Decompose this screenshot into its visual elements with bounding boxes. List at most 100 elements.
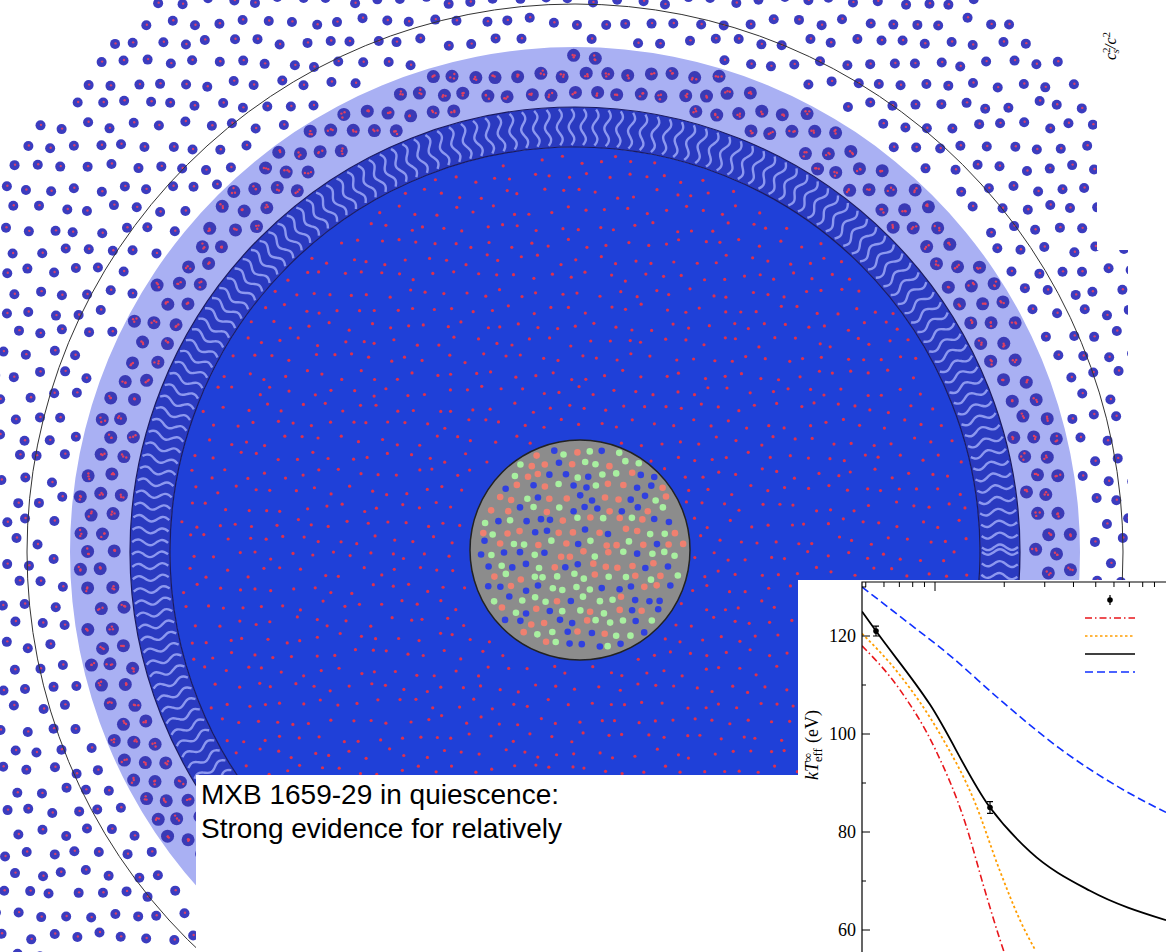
nucleus-core bbox=[39, 370, 41, 372]
nucleus-core bbox=[41, 915, 43, 917]
proton bbox=[751, 132, 753, 134]
nucleus-core bbox=[1110, 398, 1112, 400]
proton bbox=[1045, 454, 1047, 456]
nucleus-core bbox=[291, 20, 293, 22]
nucleus-core bbox=[878, 82, 880, 84]
nucleus-core bbox=[230, 166, 232, 168]
nucleus-core bbox=[6, 312, 8, 314]
proton bbox=[726, 90, 728, 92]
nucleus-core bbox=[290, 105, 292, 107]
nucleus-core bbox=[61, 328, 63, 330]
proton bbox=[660, 94, 662, 96]
proton bbox=[121, 453, 123, 455]
proton bbox=[176, 283, 178, 285]
proton bbox=[967, 284, 969, 286]
nucleus-core bbox=[990, 23, 992, 25]
proton bbox=[1035, 399, 1037, 401]
proton bbox=[669, 70, 671, 72]
nucleus-core bbox=[28, 230, 30, 232]
cluster bbox=[194, 278, 207, 291]
nucleus-core bbox=[847, 63, 849, 65]
proton bbox=[768, 133, 770, 135]
nucleus-core bbox=[937, 24, 939, 26]
nucleus-core bbox=[1092, 123, 1094, 125]
proton bbox=[117, 416, 119, 418]
nucleus-core bbox=[1072, 417, 1074, 419]
proton bbox=[341, 116, 343, 118]
cluster bbox=[337, 108, 350, 121]
nucleus-core bbox=[1023, 121, 1025, 123]
proton bbox=[760, 111, 762, 113]
nucleus-core bbox=[985, 60, 987, 62]
nucleus-core bbox=[448, 2, 450, 4]
proton bbox=[222, 207, 224, 209]
proton bbox=[298, 155, 300, 157]
proton bbox=[1002, 345, 1004, 347]
cluster bbox=[635, 88, 648, 101]
nucleus-core bbox=[28, 144, 30, 146]
proton bbox=[901, 210, 903, 212]
nucleus-core bbox=[1083, 186, 1085, 188]
proton bbox=[396, 133, 398, 135]
proton bbox=[88, 478, 90, 480]
proton bbox=[1003, 302, 1005, 304]
nucleus bbox=[488, 0, 498, 4]
proton bbox=[232, 187, 234, 189]
proton bbox=[203, 246, 205, 248]
cluster bbox=[964, 316, 977, 329]
proton bbox=[818, 168, 820, 170]
nucleus-core bbox=[1106, 522, 1108, 524]
nucleus bbox=[272, 0, 282, 2]
nucleus-core bbox=[55, 229, 57, 231]
nucleus-core bbox=[870, 22, 872, 24]
nucleus-core bbox=[28, 564, 30, 566]
proton bbox=[729, 91, 731, 93]
nucleus-core bbox=[66, 786, 68, 788]
proton bbox=[207, 263, 209, 265]
nucleus-core bbox=[123, 59, 125, 61]
nucleus-core bbox=[64, 703, 66, 705]
nucleus-core bbox=[750, 63, 752, 65]
nucleus-core bbox=[110, 84, 112, 86]
nucleus-core bbox=[3, 889, 5, 891]
proton bbox=[642, 92, 644, 94]
nucleus-core bbox=[207, 85, 209, 87]
nucleus-core bbox=[1122, 288, 1124, 290]
cluster bbox=[140, 374, 153, 387]
nucleus-core bbox=[1074, 334, 1076, 336]
nucleus-core bbox=[1057, 60, 1059, 62]
nucleus-core bbox=[17, 791, 19, 793]
nucleus-core bbox=[24, 439, 26, 441]
nucleus-core bbox=[1, 932, 3, 934]
cluster bbox=[85, 509, 98, 522]
proton bbox=[1011, 400, 1013, 402]
nucleus-core bbox=[40, 579, 42, 581]
nucleus-core bbox=[111, 827, 113, 829]
nucleus bbox=[515, 0, 525, 4]
nucleus bbox=[969, 0, 979, 4]
proton bbox=[279, 149, 281, 151]
proton bbox=[113, 473, 115, 475]
cluster bbox=[811, 163, 824, 176]
proton bbox=[1015, 322, 1017, 324]
nucleus-core bbox=[40, 124, 42, 126]
proton bbox=[517, 74, 519, 76]
nucleus-core bbox=[138, 166, 140, 168]
nucleus-core bbox=[50, 190, 52, 192]
proton bbox=[573, 56, 575, 58]
nucleus-core bbox=[1116, 329, 1118, 331]
proton bbox=[836, 172, 838, 174]
nucleus-core bbox=[115, 912, 117, 914]
nucleus-core bbox=[97, 266, 99, 268]
nucleus-core bbox=[487, 20, 489, 22]
proton bbox=[827, 152, 829, 154]
proton bbox=[716, 116, 718, 118]
nucleus-core bbox=[86, 209, 88, 211]
nucleus-core bbox=[72, 230, 74, 232]
nucleus-core bbox=[147, 58, 149, 60]
nucleus-core bbox=[330, 39, 332, 41]
nucleus-core bbox=[185, 120, 187, 122]
nucleus-core bbox=[30, 396, 32, 398]
proton bbox=[781, 114, 783, 116]
proton bbox=[834, 174, 836, 176]
